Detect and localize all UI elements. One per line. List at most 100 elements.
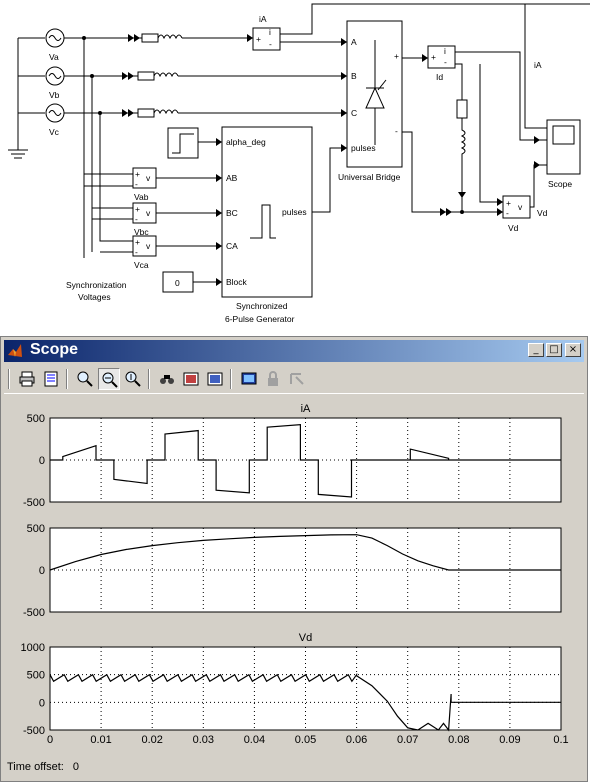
svg-text:-: - [135, 179, 138, 189]
parameters-icon[interactable] [40, 368, 62, 390]
current-meter-id[interactable]: + i- Id [427, 45, 456, 82]
lock-axes-icon[interactable] [262, 368, 284, 390]
voltmeter-vca[interactable]: + v- Vca [132, 235, 157, 270]
svg-text:v: v [146, 173, 151, 183]
zoom-x-icon[interactable] [98, 368, 120, 390]
series-line-2-0 [49, 672, 561, 732]
voltmeter-label-vca: Vca [134, 260, 149, 270]
bridge-label: Universal Bridge [338, 172, 401, 182]
meter-label-vd-out: Vd [537, 208, 548, 218]
current-meter-ia[interactable]: +i- iA [252, 14, 281, 51]
y-tick-label: 500 [27, 523, 45, 535]
autoscale-icon[interactable] [156, 368, 178, 390]
y-tick-label: -500 [23, 607, 45, 619]
series-line-0-0 [50, 424, 561, 498]
minimize-button[interactable]: _ [528, 343, 544, 357]
gen-input-alpha: alpha_deg [226, 137, 266, 147]
svg-text:-: - [135, 247, 138, 257]
constant-block[interactable]: 0 [162, 271, 194, 293]
source-vc[interactable]: Vc [45, 103, 65, 137]
x-tick-label: 0.1 [553, 734, 568, 746]
svg-text:+: + [135, 204, 140, 214]
zoom-icon[interactable] [74, 368, 96, 390]
x-tick-label: 0.04 [244, 734, 265, 746]
svg-text:v: v [146, 208, 151, 218]
meter-label-ia-right: iA [534, 60, 542, 70]
print-icon[interactable] [16, 368, 38, 390]
svg-text:i: i [444, 46, 446, 56]
plot-axes-2 [49, 646, 562, 731]
signal-selector-icon[interactable] [286, 368, 308, 390]
svg-text:-: - [135, 214, 138, 224]
sync-label-2: Voltages [78, 292, 111, 302]
bridge-port-c: C [351, 108, 357, 118]
source-label-vc: Vc [49, 127, 60, 137]
alpha-step-block[interactable] [167, 127, 199, 159]
y-tick-label: 0 [39, 697, 45, 709]
close-button[interactable]: × [565, 343, 581, 357]
svg-text:+: + [506, 198, 511, 208]
svg-text:-: - [269, 39, 272, 49]
ground-symbol [8, 38, 28, 159]
maximize-button[interactable]: □ [546, 343, 562, 357]
svg-text:v: v [146, 241, 151, 251]
floating-scope-icon[interactable] [238, 368, 260, 390]
voltage-meter-vd[interactable]: +v- Vd Vd [502, 195, 548, 233]
bridge-plus: + [394, 51, 399, 61]
x-tick-label: 0.07 [397, 734, 418, 746]
gen-output-pulses: pulses [282, 207, 307, 217]
meter-label-vd: Vd [508, 223, 519, 233]
time-offset-label: Time offset: [7, 761, 64, 773]
source-label-va: Va [49, 52, 59, 62]
gen-input-bc: BC [226, 208, 238, 218]
scope-titlebar[interactable]: Scope _ □ × [4, 340, 584, 362]
source-va[interactable]: Va [45, 28, 65, 62]
source-vb[interactable]: Vb [45, 66, 65, 100]
save-axes-icon[interactable] [180, 368, 202, 390]
x-tick-label: 0.03 [193, 734, 214, 746]
voltmeter-vab[interactable]: +v- Vab [132, 167, 157, 202]
svg-text:-: - [444, 57, 447, 67]
matlab-icon [8, 344, 22, 357]
y-tick-label: 500 [27, 413, 45, 425]
y-tick-label: 500 [27, 670, 45, 682]
universal-bridge[interactable]: A B C pulses + - Universal Bridge [338, 20, 403, 182]
bridge-minus: - [395, 126, 398, 136]
svg-text:+: + [256, 34, 261, 44]
y-tick-label: 1000 [21, 642, 45, 654]
status-bar: Time offset: 0 [7, 761, 79, 773]
x-tick-label: 0.08 [448, 734, 469, 746]
y-tick-label: -500 [23, 497, 45, 509]
sync-label-1: Synchronization [66, 280, 127, 290]
voltmeter-label-vab: Vab [134, 192, 149, 202]
y-tick-label: 0 [39, 455, 45, 467]
source-label-vb: Vb [49, 90, 60, 100]
bridge-port-a: A [351, 37, 357, 47]
series-line-1-0 [49, 534, 561, 571]
series-line-0-1 [409, 448, 450, 460]
scope-block[interactable]: Scope [546, 119, 581, 189]
bridge-port-pulses: pulses [351, 143, 376, 153]
plot-title: iA [301, 403, 311, 415]
svg-text:+: + [135, 237, 140, 247]
x-tick-label: 0.06 [346, 734, 367, 746]
svg-text:+: + [431, 52, 436, 62]
sync-wiring [82, 36, 222, 258]
voltmeter-vbc[interactable]: +v- Vbc [132, 202, 157, 237]
svg-text:i: i [269, 27, 271, 37]
bridge-port-b: B [351, 71, 357, 81]
meter-label-id: Id [436, 72, 443, 82]
x-tick-label: 0.05 [295, 734, 316, 746]
zoom-y-icon[interactable] [122, 368, 144, 390]
x-tick-label: 0.02 [141, 734, 162, 746]
constant-value: 0 [175, 278, 180, 288]
svg-text:-: - [506, 208, 509, 218]
pulse-generator-block[interactable]: alpha_deg AB BC CA Block pulses Synchron… [221, 126, 313, 324]
time-offset-value: 0 [72, 761, 80, 773]
gen-label-2: 6-Pulse Generator [225, 314, 295, 324]
scope-block-label: Scope [548, 179, 572, 189]
gen-input-ab: AB [226, 173, 238, 183]
restore-axes-icon[interactable] [204, 368, 226, 390]
